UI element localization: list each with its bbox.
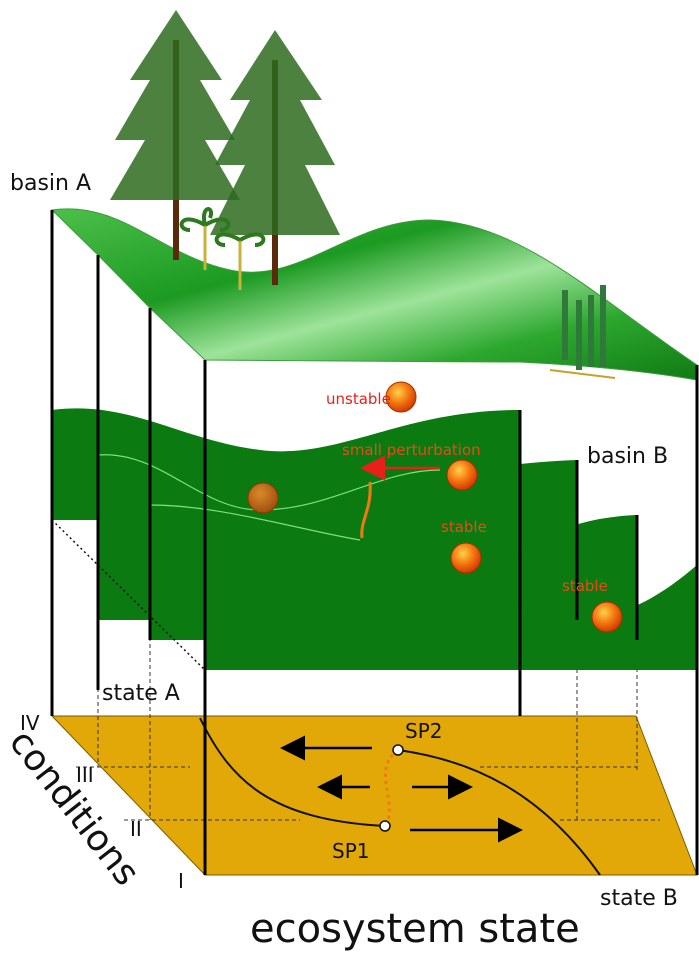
conifer-tree-icon bbox=[210, 30, 340, 285]
condition-level-i: I bbox=[178, 869, 184, 893]
flow-arrows bbox=[280, 735, 523, 843]
condition-level-iv: IV bbox=[20, 711, 40, 735]
conifer-tree-icon bbox=[110, 10, 240, 260]
floor-plane bbox=[50, 715, 698, 876]
condition-level-ii: II bbox=[130, 817, 142, 841]
top-landscape-surface bbox=[50, 208, 698, 381]
ecosystem-state-axis-label: ecosystem state bbox=[250, 906, 580, 952]
ball-perturbed bbox=[446, 459, 478, 491]
ball-basin-a bbox=[247, 482, 279, 514]
condition-level-iii: III bbox=[76, 763, 94, 787]
stable-label-1: stable bbox=[441, 518, 487, 536]
unstable-branch bbox=[383, 748, 399, 827]
small-perturbation-label: small perturbation bbox=[342, 441, 481, 459]
sp2-label: SP2 bbox=[405, 719, 442, 743]
basin-a-label: basin A bbox=[10, 171, 91, 196]
ball-stable-1 bbox=[450, 542, 482, 574]
sp1-label: SP1 bbox=[332, 839, 369, 863]
horsetail-plant-icon bbox=[549, 285, 616, 379]
stable-label-2: stable bbox=[562, 577, 608, 595]
frame-posts bbox=[50, 210, 699, 875]
cycad-plant-icon bbox=[179, 207, 266, 290]
basin-b-label: basin B bbox=[587, 444, 668, 469]
unstable-label: unstable bbox=[326, 390, 391, 408]
state-b-label: state B bbox=[600, 886, 678, 911]
fold-bifurcation-curve bbox=[199, 717, 386, 827]
state-a-label: state A bbox=[102, 681, 180, 706]
landscape-slice-i bbox=[205, 564, 697, 670]
separatrix-line bbox=[360, 481, 372, 539]
ball-unstable bbox=[385, 381, 417, 413]
ball-stable-2 bbox=[591, 601, 623, 633]
